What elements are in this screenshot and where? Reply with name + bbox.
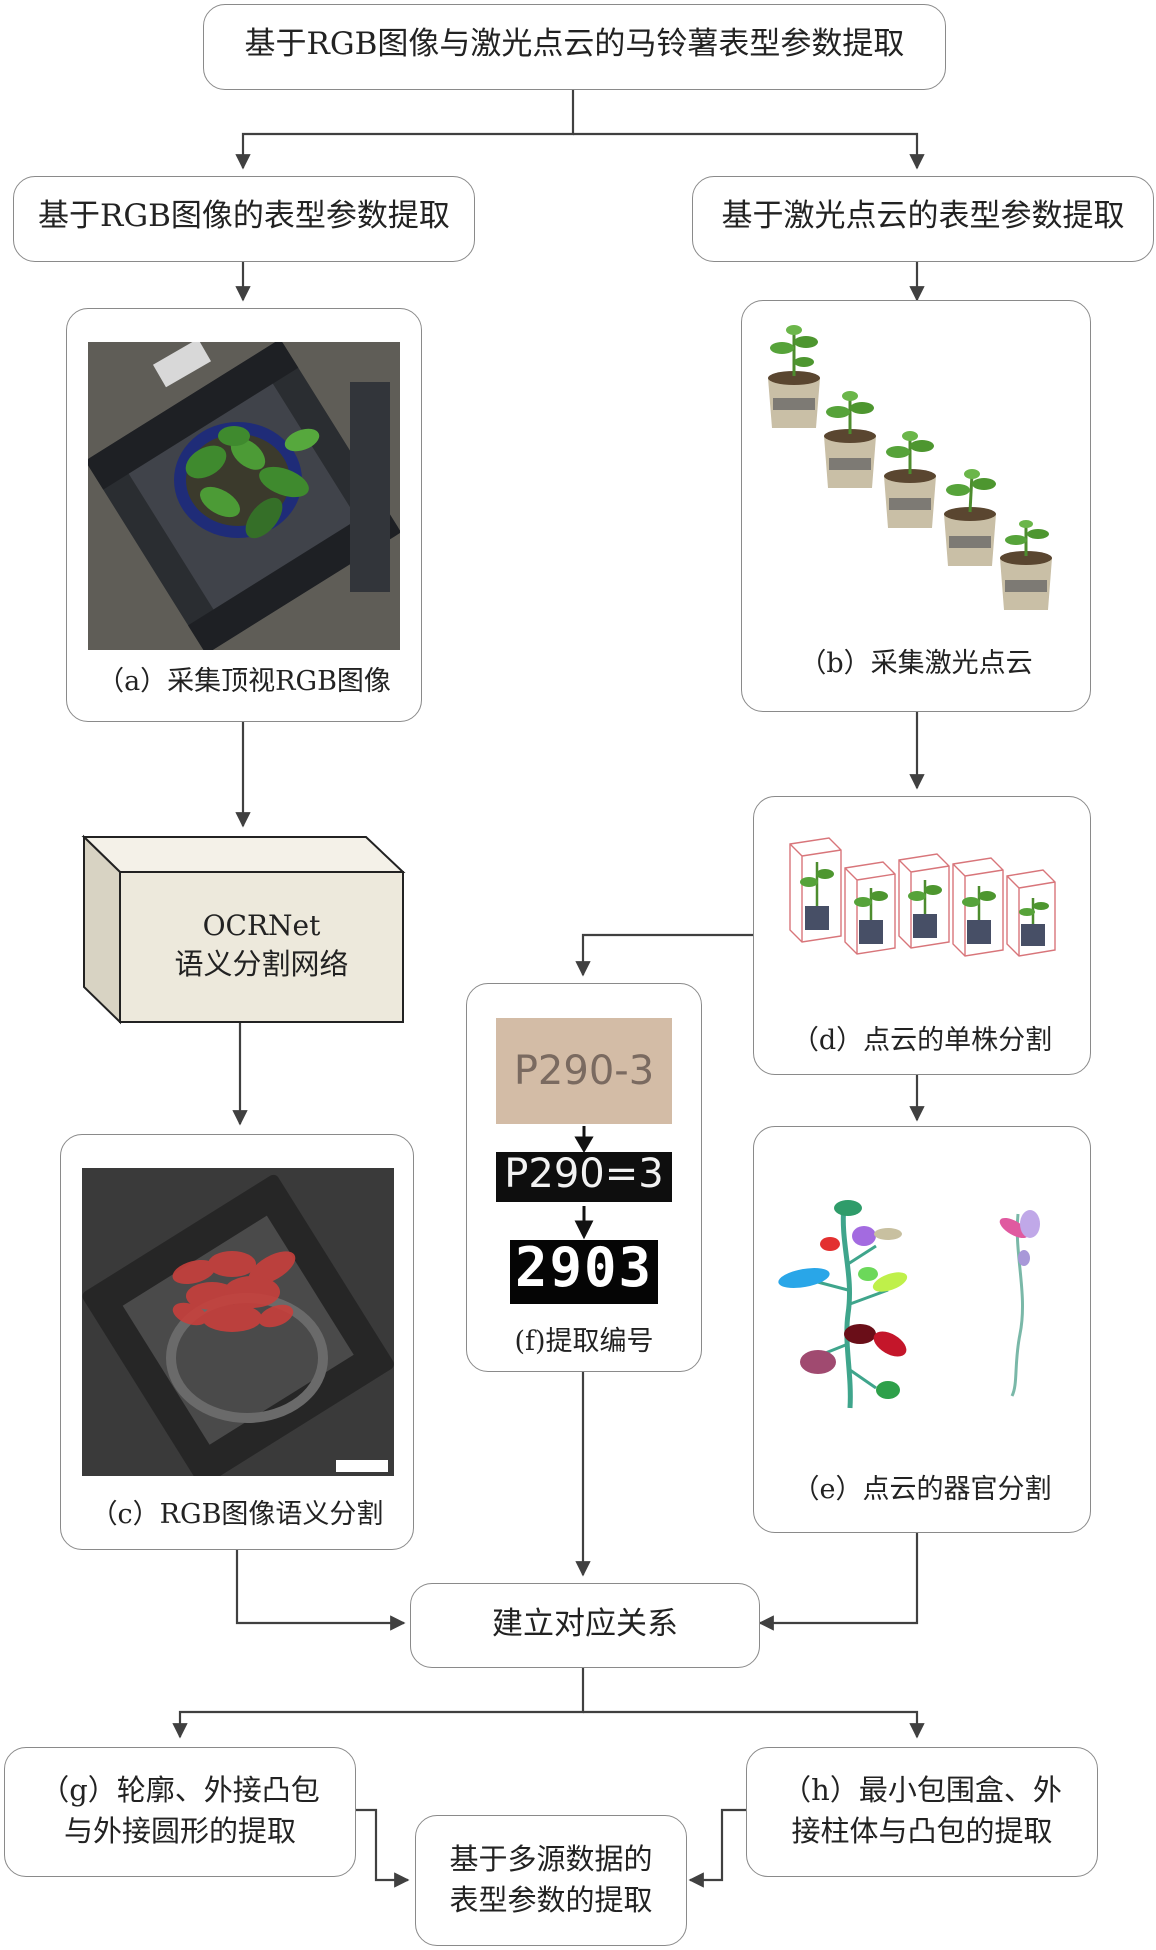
h-line2: 接柱体与凸包的提取 [791, 1814, 1053, 1848]
arrow-correspondence-to-g [172, 1668, 585, 1739]
pot-2 [824, 391, 876, 488]
g-line1: （g）轮廓、外接凸包 [40, 1773, 320, 1807]
rgb-branch-box [13, 176, 475, 262]
raw-label-photo [496, 1018, 672, 1124]
network-desc: 语义分割网络 [174, 947, 349, 981]
g-box [4, 1747, 356, 1877]
correspondence-box [410, 1583, 760, 1668]
arrow-title-to-rgb [235, 90, 575, 170]
lidar-branch-text: 基于激光点云的表型参数提取 [721, 198, 1125, 234]
arrow-c-to-correspondence [235, 1550, 406, 1631]
binarized-label-image [496, 1152, 672, 1202]
rgb-topview-image [88, 342, 400, 650]
final-box [415, 1815, 687, 1946]
final-line2: 表型参数的提取 [449, 1883, 653, 1917]
lidar-plants-image [768, 325, 1052, 610]
arrow-e-to-correspondence [758, 1533, 919, 1631]
h-box [746, 1747, 1098, 1877]
g-line2: 与外接圆形的提取 [63, 1814, 296, 1848]
arrow-title-to-lidar [573, 132, 925, 170]
title-box [203, 4, 946, 90]
single-plant-boxes-image [789, 837, 1056, 957]
arrow-d-to-f [575, 933, 753, 977]
final-line1: 基于多源数据的 [449, 1842, 653, 1876]
title-text: 基于RGB图像与激光点云的马铃薯表型参数提取 [244, 26, 905, 62]
arrow-correspondence-to-h [583, 1710, 925, 1739]
arrow-h-to-final [688, 1808, 746, 1888]
panel-e-box [753, 1126, 1091, 1533]
organ-segmentation-image [778, 1200, 1040, 1409]
binarized-label-text: P290=3 [504, 1151, 664, 1197]
caption-c: （c）RGB图像语义分割 [90, 1499, 384, 1530]
network-name: OCRNet [202, 909, 321, 942]
caption-f: (f)提取编号 [514, 1326, 654, 1357]
lidar-branch-box [692, 176, 1154, 262]
pot-1 [768, 325, 820, 428]
pot-4 [944, 469, 996, 566]
arrow-g-to-final [356, 1808, 410, 1888]
digit-label-image [510, 1240, 658, 1304]
rgb-branch-text: 基于RGB图像的表型参数提取 [38, 198, 450, 234]
segmentation-image [82, 1168, 394, 1476]
caption-b: （b）采集激光点云 [799, 648, 1033, 679]
pot-5 [1000, 520, 1052, 610]
caption-e: （e）点云的器官分割 [792, 1474, 1052, 1505]
pot-3 [884, 431, 936, 528]
correspondence-text: 建立对应关系 [492, 1606, 678, 1642]
caption-a: （a）采集顶视RGB图像 [97, 666, 391, 697]
digit-label-text: 2903 [514, 1236, 654, 1299]
h-line1: （h）最小包围盒、外 [782, 1773, 1062, 1807]
segmented-leaves [172, 1251, 296, 1332]
caption-d: （d）点云的单株分割 [791, 1025, 1053, 1056]
raw-label-text: P290-3 [513, 1048, 655, 1094]
